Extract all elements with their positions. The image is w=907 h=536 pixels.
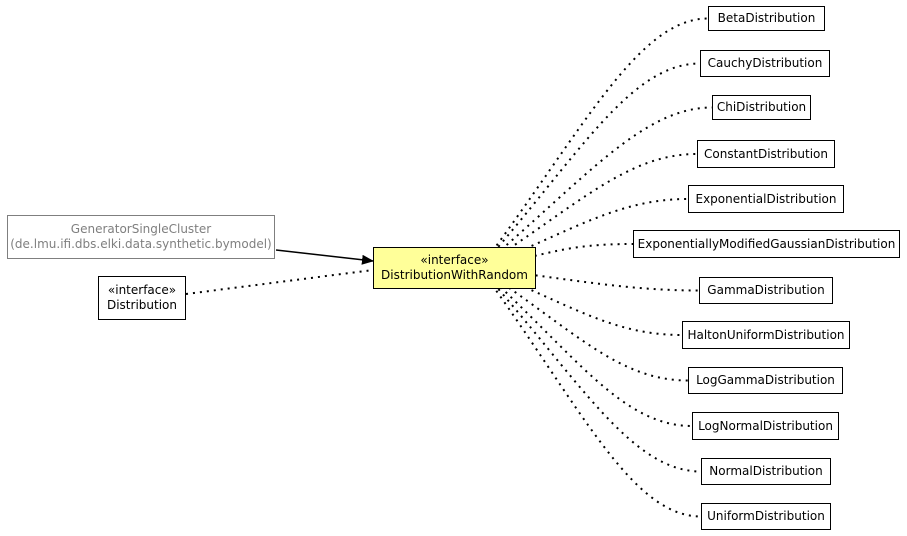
class-name: GammaDistribution bbox=[707, 283, 825, 297]
class-gamma-distribution[interactable]: GammaDistribution bbox=[699, 277, 833, 304]
class-name: LogGammaDistribution bbox=[696, 373, 835, 387]
class-name: GeneratorSingleCluster bbox=[70, 222, 212, 236]
class-uniform-distribution[interactable]: UniformDistribution bbox=[701, 503, 831, 530]
class-name: UniformDistribution bbox=[707, 509, 825, 523]
interface-distribution-with-random[interactable]: «interface» DistributionWithRandom bbox=[373, 247, 536, 289]
class-name: BetaDistribution bbox=[717, 11, 816, 25]
class-log-gamma-distribution[interactable]: LogGammaDistribution bbox=[688, 367, 843, 394]
class-name: NormalDistribution bbox=[709, 464, 823, 478]
interface-distribution[interactable]: «interface» Distribution bbox=[98, 276, 186, 320]
class-name: ChiDistribution bbox=[716, 100, 807, 114]
realization-edge bbox=[479, 106, 713, 269]
class-chi-distribution[interactable]: ChiDistribution bbox=[712, 95, 811, 120]
class-name: ExponentialDistribution bbox=[695, 191, 837, 206]
class-name: CauchyDistribution bbox=[707, 56, 823, 70]
package-name: (de.lmu.ifi.dbs.elki.data.synthetic.bymo… bbox=[10, 237, 272, 251]
class-name: LogNormalDistribution bbox=[698, 418, 833, 433]
realization-edge bbox=[479, 267, 702, 473]
class-constant-distribution[interactable]: ConstantDistribution bbox=[697, 140, 835, 168]
class-name: HaltonUniformDistribution bbox=[687, 327, 845, 342]
uses-arrow bbox=[275, 249, 374, 265]
class-halton-uniform-distribution[interactable]: HaltonUniformDistribution bbox=[682, 321, 850, 349]
extends-edge bbox=[185, 269, 374, 295]
class-cauchy-distribution[interactable]: CauchyDistribution bbox=[700, 50, 830, 77]
interface-name: Distribution bbox=[106, 298, 177, 312]
class-log-normal-distribution[interactable]: LogNormalDistribution bbox=[692, 412, 839, 440]
class-name: ConstantDistribution bbox=[704, 146, 828, 161]
stereotype-label: «interface» bbox=[107, 283, 177, 297]
class-exponentially-modified-gaussian-distribution[interactable]: ExponentiallyModifiedGaussianDistributio… bbox=[633, 230, 900, 258]
class-beta-distribution[interactable]: BetaDistribution bbox=[708, 6, 825, 31]
class-generator-single-cluster[interactable]: GeneratorSingleCluster (de.lmu.ifi.dbs.e… bbox=[7, 215, 275, 259]
realization-edge bbox=[479, 267, 683, 336]
realization-edge bbox=[479, 153, 698, 269]
class-exponential-distribution[interactable]: ExponentialDistribution bbox=[688, 185, 844, 213]
realization-edge bbox=[479, 267, 693, 427]
class-name: ExponentiallyModifiedGaussianDistributio… bbox=[637, 236, 896, 251]
stereotype-label: «interface» bbox=[420, 253, 489, 267]
class-normal-distribution[interactable]: NormalDistribution bbox=[701, 458, 831, 485]
interface-name: DistributionWithRandom bbox=[381, 268, 528, 282]
realization-edge bbox=[479, 62, 701, 269]
realization-edge bbox=[479, 267, 702, 518]
